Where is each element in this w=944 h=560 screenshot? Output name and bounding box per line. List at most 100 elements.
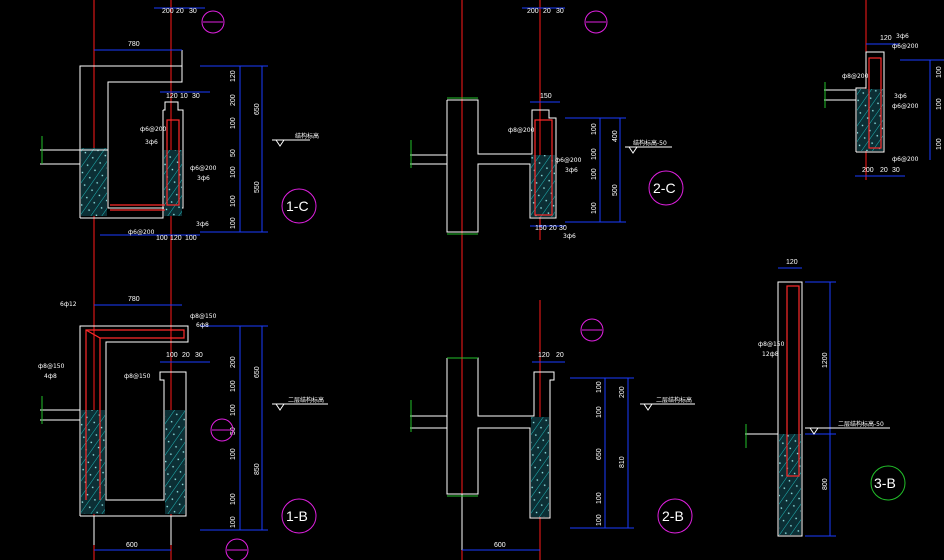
svg-text:30: 30 [192, 93, 200, 100]
section-3-b[interactable]: 120 1200 800 ф8@150 12ф8 二层结构标高-50 3-B [745, 259, 906, 537]
svg-text:150: 150 [535, 225, 547, 232]
svg-text:二层结构标高-50: 二层结构标高-50 [838, 420, 884, 428]
svg-text:ф8@150: ф8@150 [190, 313, 217, 320]
svg-text:ф8@150: ф8@150 [124, 373, 151, 380]
svg-text:3ф6: 3ф6 [563, 233, 576, 240]
svg-text:600: 600 [126, 542, 138, 549]
svg-text:100: 100 [591, 148, 598, 160]
svg-text:30: 30 [195, 352, 203, 359]
detail-ref-marker[interactable] [584, 10, 608, 34]
svg-text:1-C: 1-C [286, 198, 309, 214]
svg-text:ф6@200: ф6@200 [892, 43, 919, 50]
detail-ref-marker[interactable] [580, 318, 604, 342]
svg-text:100: 100 [230, 195, 237, 207]
svg-text:200: 200 [230, 356, 237, 368]
section-3-c[interactable]: 120 100 100 100 200 20 30 3ф6 ф6@200 ф8@… [824, 33, 944, 177]
svg-text:10: 10 [180, 93, 188, 100]
svg-text:500: 500 [612, 184, 619, 196]
svg-text:3ф6: 3ф6 [565, 167, 578, 174]
svg-text:100: 100 [230, 217, 237, 229]
svg-text:4ф8: 4ф8 [44, 373, 57, 380]
section-3-b-hatch [779, 434, 801, 535]
svg-text:100: 100 [596, 406, 603, 418]
svg-text:120: 120 [166, 93, 178, 100]
axis-lines [93, 0, 867, 560]
svg-text:150: 150 [540, 93, 552, 100]
svg-text:20: 20 [182, 352, 190, 359]
section-3-b-rebar [786, 285, 800, 477]
svg-text:100: 100 [230, 166, 237, 178]
svg-text:550: 550 [254, 181, 261, 193]
svg-text:3ф6: 3ф6 [896, 33, 909, 40]
section-2-c-rebar [534, 119, 553, 216]
detail-ref-marker[interactable] [225, 538, 249, 560]
svg-text:200: 200 [619, 386, 626, 398]
s1c-width-dim: 780 [128, 41, 140, 48]
svg-text:800: 800 [822, 478, 829, 490]
svg-text:20: 20 [556, 352, 564, 359]
section-2-b[interactable]: 120 20 100 100 100 100 200 650 810 600 二… [410, 318, 695, 551]
svg-text:100: 100 [591, 123, 598, 135]
section-tag-1-b[interactable] [281, 498, 317, 534]
svg-text:200: 200 [230, 94, 237, 106]
svg-text:120: 120 [170, 235, 182, 242]
svg-text:850: 850 [254, 463, 261, 475]
svg-text:100: 100 [230, 493, 237, 505]
section-1-b-outline [79, 325, 189, 545]
svg-text:二层结构标高: 二层结构标高 [656, 396, 692, 404]
svg-text:1-B: 1-B [286, 508, 308, 524]
svg-text:12ф8: 12ф8 [762, 351, 779, 358]
svg-text:3-B: 3-B [874, 475, 896, 491]
s1b-width-dim: 780 [128, 296, 140, 303]
svg-text:二层结构标高: 二层结构标高 [288, 396, 324, 404]
section-2-c-outline [446, 99, 557, 233]
svg-text:100: 100 [936, 138, 943, 150]
section-tag-1-c[interactable] [281, 188, 317, 224]
svg-text:50: 50 [230, 149, 237, 157]
detail-ref-marker[interactable] [210, 418, 234, 442]
section-1-c[interactable]: 780 200 20 30 120 10 30 120 200 100 50 1… [40, 7, 319, 242]
svg-text:200: 200 [527, 8, 539, 15]
section-1-c-rebar [110, 119, 180, 211]
svg-text:650: 650 [254, 103, 261, 115]
svg-text:ф8@200: ф8@200 [842, 73, 869, 80]
section-tag-2-b[interactable] [657, 498, 693, 534]
svg-text:600: 600 [494, 542, 506, 549]
section-tag-3-b[interactable] [870, 465, 906, 501]
svg-text:50: 50 [230, 427, 237, 435]
svg-text:3ф6: 3ф6 [197, 175, 210, 182]
section-1-c-dims [94, 7, 268, 236]
svg-text:2-C: 2-C [653, 180, 676, 196]
svg-text:100: 100 [596, 514, 603, 526]
svg-text:810: 810 [619, 456, 626, 468]
svg-text:ф6@200: ф6@200 [190, 165, 217, 172]
section-1-c-hatch-left [81, 148, 107, 216]
svg-text:100: 100 [166, 352, 178, 359]
svg-text:3ф6: 3ф6 [145, 139, 158, 146]
svg-text:100: 100 [230, 380, 237, 392]
svg-text:100: 100 [936, 98, 943, 110]
section-1-b-rebar [85, 329, 185, 500]
svg-text:3ф6: 3ф6 [894, 93, 907, 100]
svg-text:650: 650 [254, 366, 261, 378]
svg-text:ф6@200: ф6@200 [128, 229, 155, 236]
svg-text:120: 120 [880, 35, 892, 42]
svg-text:100: 100 [230, 117, 237, 129]
svg-text:100: 100 [156, 235, 168, 242]
svg-text:ф8@200: ф8@200 [508, 127, 535, 134]
section-1-b[interactable]: 780 100 20 30 200 100 100 50 100 100 100… [38, 296, 328, 560]
svg-text:120: 120 [538, 352, 550, 359]
svg-text:30: 30 [556, 8, 564, 15]
svg-text:30: 30 [559, 225, 567, 232]
svg-text:100: 100 [936, 66, 943, 78]
svg-text:400: 400 [612, 130, 619, 142]
detail-ref-marker[interactable] [201, 10, 225, 34]
section-2-c[interactable]: 200 20 30 150 100 100 100 100 400 500 15… [410, 7, 684, 240]
svg-text:2-B: 2-B [662, 508, 684, 524]
svg-text:20: 20 [549, 225, 557, 232]
section-2-b-hatch [531, 417, 549, 517]
svg-text:30: 30 [892, 167, 900, 174]
svg-text:100: 100 [185, 235, 197, 242]
section-tag-2-c[interactable] [648, 170, 684, 206]
